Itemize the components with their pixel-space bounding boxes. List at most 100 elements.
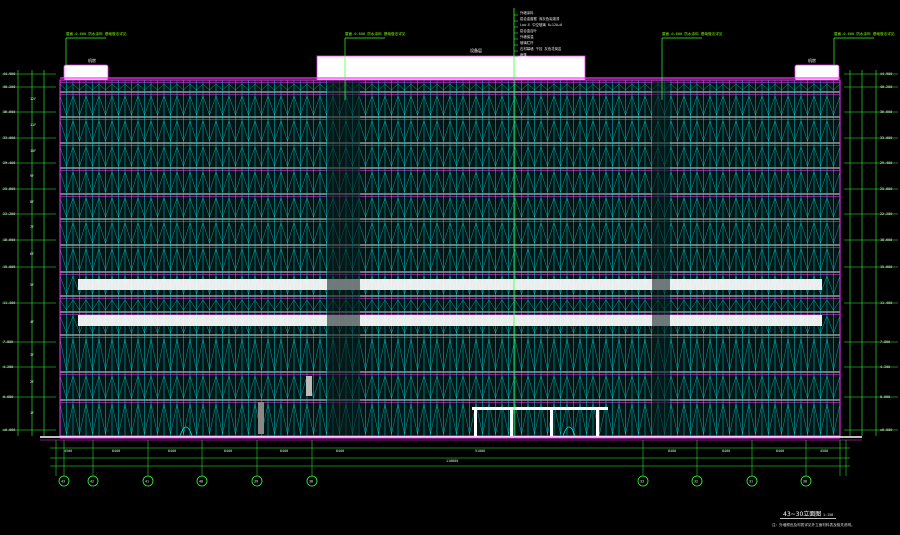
level-label: 18.600 bbox=[3, 238, 15, 242]
window-hatch bbox=[423, 83, 438, 91]
window-hatch bbox=[800, 403, 815, 435]
window-hatch bbox=[423, 338, 438, 371]
window-hatch bbox=[670, 120, 685, 142]
window-hatch bbox=[475, 197, 490, 218]
level-label: 40.200 bbox=[880, 85, 892, 89]
window-hatch bbox=[800, 146, 815, 167]
svg-text:30: 30 bbox=[803, 480, 807, 484]
window-hatch bbox=[59, 403, 74, 435]
window-hatch bbox=[254, 171, 269, 193]
window-hatch bbox=[670, 197, 685, 218]
window-hatch bbox=[683, 146, 698, 167]
window-hatch bbox=[800, 95, 815, 116]
window-hatch bbox=[241, 375, 256, 399]
window-hatch bbox=[826, 95, 841, 116]
window-hatch bbox=[514, 146, 529, 167]
window-hatch bbox=[410, 95, 425, 116]
window-hatch bbox=[527, 95, 542, 116]
window-hatch bbox=[215, 403, 230, 435]
entrance-canopy bbox=[472, 407, 608, 436]
window-hatch bbox=[410, 299, 425, 311]
window-hatch bbox=[462, 120, 477, 142]
axis-markers: 43 42 41 40 39 38 33 32 31 30 bbox=[58, 475, 812, 487]
window-hatch bbox=[579, 338, 594, 371]
window-hatch bbox=[85, 120, 100, 142]
window-hatch bbox=[293, 120, 308, 142]
window-hatch bbox=[813, 197, 828, 218]
material-note: 外墙保温 bbox=[520, 34, 534, 39]
level-label: 15.000 bbox=[3, 265, 15, 269]
floor-label: 10F bbox=[30, 149, 36, 153]
window-hatch bbox=[410, 375, 425, 399]
window-hatch bbox=[384, 222, 399, 244]
window-hatch bbox=[826, 299, 841, 311]
window-hatch bbox=[813, 95, 828, 116]
window-hatch bbox=[306, 338, 321, 371]
window-hatch bbox=[761, 222, 776, 244]
window-hatch bbox=[527, 299, 542, 311]
window-hatch bbox=[488, 120, 503, 142]
window-hatch bbox=[709, 146, 724, 167]
dim-text: 8400 bbox=[668, 449, 676, 453]
window-hatch bbox=[475, 375, 490, 399]
window-hatch bbox=[176, 171, 191, 193]
window-hatch bbox=[592, 403, 607, 435]
window-hatch bbox=[59, 222, 74, 244]
roof-box-left-label: 机房 bbox=[88, 57, 96, 63]
window-hatch bbox=[254, 299, 269, 311]
dim-text: 8400 bbox=[722, 449, 730, 453]
window-hatch bbox=[202, 248, 217, 271]
window-hatch bbox=[826, 171, 841, 193]
window-hatch bbox=[592, 83, 607, 91]
window-hatch bbox=[176, 403, 191, 435]
level-label: 11.400 bbox=[3, 301, 15, 305]
window-hatch bbox=[670, 95, 685, 116]
window-hatch bbox=[761, 197, 776, 218]
window-hatch bbox=[709, 338, 724, 371]
bottom-dimensions: 4500 8400 8400 8400 8400 8400 51000 8400… bbox=[64, 449, 828, 463]
roof-box-right-label: 机房 bbox=[808, 57, 816, 63]
window-hatch bbox=[579, 83, 594, 91]
window-hatch bbox=[410, 338, 425, 371]
window-hatch bbox=[137, 197, 152, 218]
window-hatch bbox=[527, 338, 542, 371]
window-hatch bbox=[358, 197, 373, 218]
window-hatch bbox=[488, 95, 503, 116]
window-hatch bbox=[215, 146, 230, 167]
window-hatch bbox=[475, 120, 490, 142]
window-hatch bbox=[202, 146, 217, 167]
material-note: 铝合金百叶 bbox=[520, 28, 538, 33]
window-hatch bbox=[423, 197, 438, 218]
window-hatch bbox=[397, 197, 412, 218]
window-hatch bbox=[436, 197, 451, 218]
window-hatch bbox=[176, 338, 191, 371]
window-hatch bbox=[267, 146, 282, 167]
window-hatch bbox=[215, 375, 230, 399]
window-hatch bbox=[488, 146, 503, 167]
window-hatch bbox=[514, 171, 529, 193]
window-hatch bbox=[683, 83, 698, 91]
axis-bubble: 40 bbox=[196, 475, 208, 487]
window-hatch bbox=[397, 83, 412, 91]
window-hatch bbox=[449, 222, 464, 244]
window-hatch bbox=[254, 375, 269, 399]
window-hatch bbox=[553, 197, 568, 218]
window-hatch bbox=[215, 95, 230, 116]
window-hatch bbox=[436, 248, 451, 271]
window-hatch bbox=[358, 83, 373, 91]
window-hatch bbox=[423, 222, 438, 244]
window-hatch bbox=[761, 403, 776, 435]
window-hatch bbox=[111, 83, 126, 91]
roofline bbox=[60, 8, 874, 436]
canopy-column bbox=[550, 410, 553, 436]
window-hatch bbox=[514, 197, 529, 218]
window-hatch bbox=[605, 248, 620, 271]
window-hatch bbox=[163, 171, 178, 193]
window-hatch bbox=[163, 248, 178, 271]
dim-text: 4500 bbox=[820, 449, 828, 453]
window-hatch bbox=[566, 83, 581, 91]
window-hatch bbox=[462, 375, 477, 399]
window-hatch bbox=[696, 338, 711, 371]
window-hatch bbox=[306, 197, 321, 218]
svg-text:42: 42 bbox=[90, 480, 94, 484]
